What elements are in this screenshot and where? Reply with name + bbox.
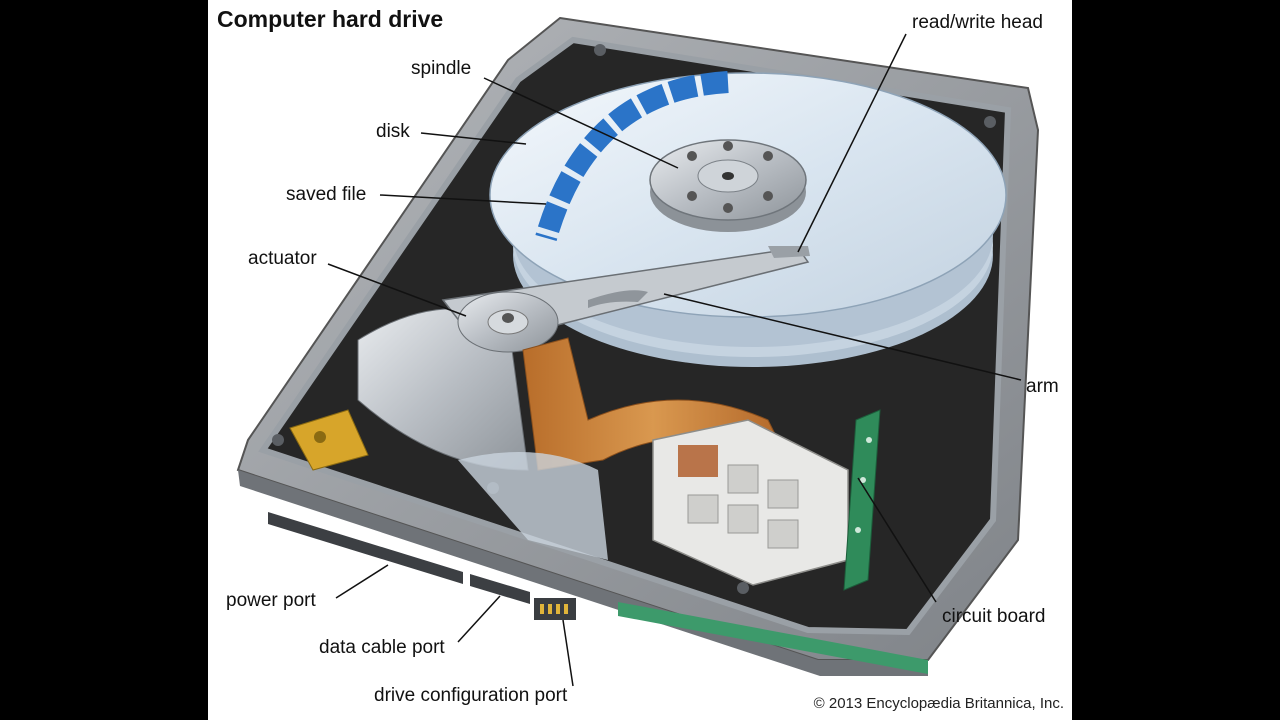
label-drive-configuration-port: drive configuration port [374, 685, 568, 706]
actuator-arm [441, 246, 810, 353]
circuit-board-strip [843, 409, 881, 591]
label-read-write-head: read/write head [912, 12, 1043, 33]
label-data-cable-port: data cable port [319, 637, 445, 658]
leader-lines [327, 33, 1022, 687]
label-power-port: power port [226, 590, 316, 611]
lower-cavity-panel [458, 452, 608, 560]
diagram-canvas: Computer hard drive spindle disk saved f… [208, 0, 1072, 720]
label-arm: arm [1026, 376, 1059, 397]
label-disk: disk [376, 121, 410, 142]
label-spindle: spindle [411, 58, 472, 79]
label-actuator: actuator [248, 248, 317, 269]
label-saved-file: saved file [286, 184, 367, 205]
spindle-hub [649, 139, 807, 232]
drive-side-panel [238, 470, 928, 676]
copyright-credit: © 2013 Encyclopædia Britannica, Inc. [813, 695, 1064, 712]
saved-file-arc [535, 71, 729, 242]
power-connector-block [652, 419, 849, 586]
hard-drive-illustration [236, 16, 1040, 687]
label-circuit-board: circuit board [942, 606, 1046, 627]
diagram-title: Computer hard drive [217, 6, 444, 32]
